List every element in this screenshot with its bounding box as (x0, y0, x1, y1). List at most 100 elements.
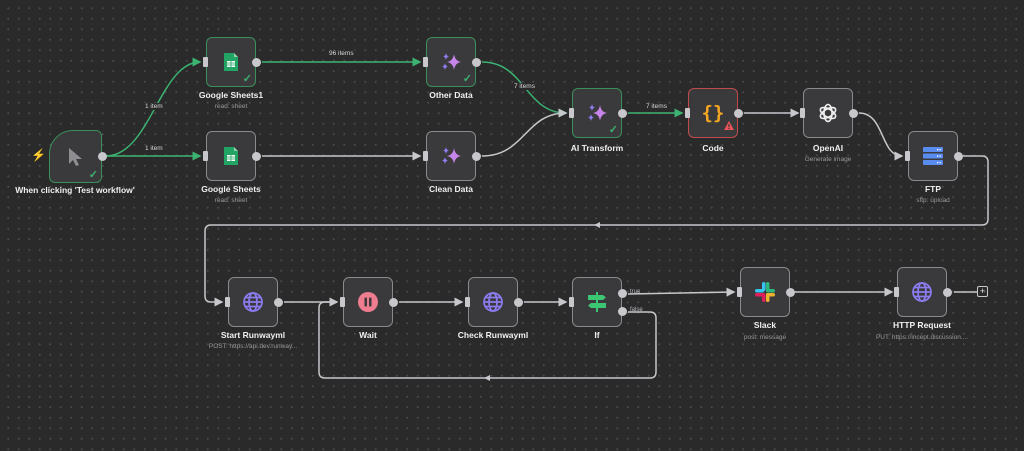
globe-icon (240, 289, 266, 315)
node-ai-transform[interactable]: ✓ (569, 88, 627, 138)
node-trigger[interactable]: ✓ (49, 130, 107, 183)
node-clean-data[interactable] (423, 131, 481, 181)
input-port[interactable] (423, 57, 428, 67)
node-label: Google Sheets1 (198, 90, 264, 100)
node-subtitle: sftp: upload (916, 197, 950, 204)
output-port[interactable] (849, 109, 858, 118)
input-port[interactable] (800, 108, 805, 118)
node-google-sheets[interactable] (203, 131, 261, 181)
node-check-runwayml[interactable] (465, 277, 523, 327)
ai-sparkle-icon (584, 100, 610, 126)
output-port[interactable] (472, 58, 481, 67)
node-label: OpenAI (812, 143, 844, 153)
input-port[interactable] (203, 57, 208, 67)
input-port[interactable] (225, 297, 230, 307)
openai-icon (815, 100, 841, 126)
output-port[interactable] (389, 298, 398, 307)
input-port[interactable] (203, 151, 208, 161)
output-port[interactable] (98, 152, 107, 161)
output-port[interactable] (274, 298, 283, 307)
google-sheets-icon (218, 143, 244, 169)
output-port-true[interactable] (618, 289, 627, 298)
output-port[interactable] (472, 152, 481, 161)
edge-if-true-slack[interactable] (627, 287, 736, 297)
input-port[interactable] (569, 108, 574, 118)
input-port[interactable] (340, 297, 345, 307)
input-port[interactable] (737, 287, 742, 297)
node-wait[interactable] (340, 277, 398, 327)
edge-openai-ftp[interactable] (858, 112, 904, 161)
node-http-request[interactable] (894, 267, 952, 317)
node-label: Check Runwayml (457, 330, 529, 340)
node-subtitle: read: sheet (214, 197, 248, 204)
edge-label-trigger-sheets: 1 item (144, 145, 164, 152)
node-label: AI Transform (570, 143, 624, 153)
node-openai[interactable] (800, 88, 858, 138)
output-port[interactable] (954, 152, 963, 161)
globe-icon (480, 289, 506, 315)
input-port[interactable] (685, 108, 690, 118)
node-label: FTP (924, 184, 942, 194)
node-label: Slack (753, 320, 777, 330)
success-check-icon: ✓ (462, 73, 472, 85)
edge-label-ai-code: 7 items (645, 103, 668, 110)
node-subtitle: post: message (743, 334, 787, 341)
edge-label-other-ai: 7 items (513, 83, 536, 90)
node-if[interactable] (569, 277, 627, 327)
code-braces-icon: {} (701, 102, 725, 124)
node-label: Other Data (429, 90, 473, 100)
input-port[interactable] (905, 151, 910, 161)
output-port[interactable] (252, 58, 261, 67)
ai-sparkle-icon (438, 49, 464, 75)
port-label-true: true (630, 289, 641, 295)
edge-label-sheets1-other: 96 items (328, 50, 355, 57)
node-label: Start Runwayml (220, 330, 286, 340)
node-label: Google Sheets (201, 184, 261, 194)
output-port[interactable] (252, 152, 261, 161)
input-port[interactable] (569, 297, 574, 307)
node-label: If (594, 330, 600, 340)
node-other-data[interactable]: ✓ (423, 37, 481, 87)
node-ftp[interactable] (905, 131, 963, 181)
server-icon (920, 143, 946, 169)
edge-clean-ai[interactable] (481, 108, 568, 157)
cursor-icon (63, 144, 89, 170)
ai-sparkle-icon (438, 143, 464, 169)
trigger-bolt-icon: ⚡ (31, 148, 46, 162)
node-slack[interactable] (737, 267, 795, 317)
edge-label-trigger-sheets1: 1 item (144, 103, 164, 110)
node-subtitle: Generate image (804, 156, 852, 163)
port-label-false: false (630, 307, 643, 313)
input-port[interactable] (423, 151, 428, 161)
node-label: Wait (359, 330, 377, 340)
output-port[interactable] (734, 109, 743, 118)
pause-icon (355, 289, 381, 315)
success-check-icon: ✓ (608, 124, 618, 136)
node-code[interactable]: {} (685, 88, 743, 138)
add-node-button[interactable]: + (977, 286, 988, 297)
output-port[interactable] (786, 288, 795, 297)
output-port[interactable] (943, 288, 952, 297)
node-subtitle: read: sheet (214, 103, 248, 110)
output-port[interactable] (514, 298, 523, 307)
node-google-sheets1[interactable]: ✓ (203, 37, 261, 87)
signpost-icon (584, 289, 610, 315)
warning-icon (724, 117, 734, 135)
globe-icon (909, 279, 935, 305)
input-port[interactable] (465, 297, 470, 307)
input-port[interactable] (894, 287, 899, 297)
output-port[interactable] (618, 109, 627, 118)
success-check-icon: ✓ (242, 73, 252, 85)
output-port-false[interactable] (618, 307, 627, 316)
node-label: HTTP Request (893, 320, 951, 330)
node-start-runwayml[interactable] (225, 277, 283, 327)
node-label: Code (702, 143, 724, 153)
node-subtitle: POST: https://api.dev.runway... (208, 343, 298, 350)
node-subtitle: PUT: https://incept.discussion.... (875, 334, 969, 341)
google-sheets-icon (218, 49, 244, 75)
success-check-icon: ✓ (88, 169, 98, 181)
node-label: Clean Data (429, 184, 473, 194)
node-label: When clicking 'Test workflow' (15, 185, 135, 195)
